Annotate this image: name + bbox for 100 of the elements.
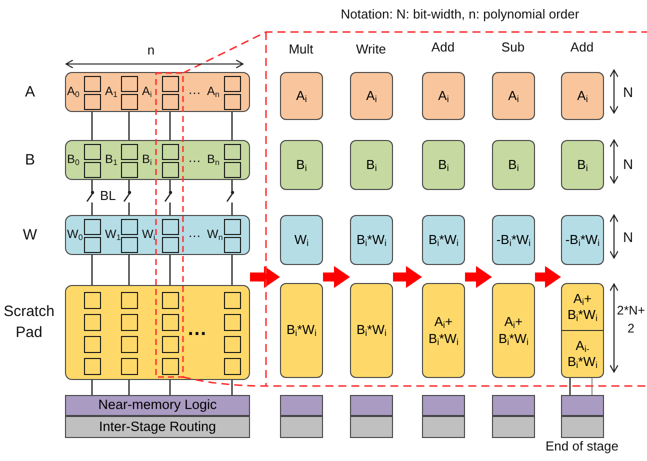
- routing-block: [280, 416, 323, 438]
- register-label: A$_{i}$: [507, 86, 520, 106]
- connector-line: [128, 255, 130, 285]
- connector-line: [91, 112, 93, 140]
- register-label: A$_{i}$: [295, 86, 308, 106]
- register-box: [422, 215, 465, 265]
- connector-line: [169, 380, 171, 395]
- row-label: A: [24, 82, 36, 102]
- register-label: B$_{i}$: [365, 156, 378, 175]
- flow-arrow: [323, 266, 350, 288]
- cell-label: B$_{i}$: [142, 153, 152, 167]
- stage-heading: Add: [570, 40, 594, 56]
- register-box: [422, 140, 465, 190]
- dimension-label: N: [622, 228, 634, 246]
- cell-label: A$_{0}$: [67, 85, 80, 99]
- register-box: [561, 140, 604, 190]
- logic-block: [492, 395, 535, 416]
- stage-heading: Write: [356, 42, 386, 58]
- ellipsis: …: [188, 226, 201, 241]
- routing-block: [65, 416, 250, 438]
- cell-label: B$_{1}$: [105, 153, 118, 167]
- cell-label: A$_{n}$: [207, 85, 220, 99]
- cell-label: A$_{1}$: [105, 85, 118, 99]
- register-label: B$_{i}$: [576, 156, 589, 175]
- register-label: A$_{i}$+ B$_{i}$*W$_{i}$: [427, 313, 460, 348]
- register-label: B$_{i}$*W$_{i}$: [355, 321, 388, 340]
- connector-line: [231, 255, 233, 285]
- register-box: [561, 72, 604, 120]
- flow-arrow: [535, 266, 561, 288]
- logic-block: [350, 395, 393, 416]
- connector-line: [569, 378, 571, 395]
- cell-label: B$_{n}$: [207, 153, 220, 167]
- dimension-label: 2*N+ 2: [616, 302, 646, 337]
- scratch-register-box: [492, 283, 535, 378]
- scratch-register-box: [561, 283, 604, 378]
- register-box: [561, 215, 604, 265]
- memory-array: [65, 140, 250, 180]
- routing-block: [492, 416, 535, 438]
- connector-line: [86, 179, 94, 216]
- connector-line: [591, 378, 593, 395]
- block-label: Near-memory Logic: [97, 396, 218, 414]
- logic-block: [561, 395, 604, 416]
- scratch-pad-array: [65, 285, 250, 380]
- connector-line: [91, 255, 93, 285]
- register-label: A$_{i}$+ B$_{i}$*W$_{i}$: [497, 313, 530, 348]
- register-box: [350, 140, 393, 190]
- register-label: A$_{i}$: [576, 86, 589, 106]
- connector-line: [169, 112, 171, 140]
- routing-block: [350, 416, 393, 438]
- register-box: [422, 72, 465, 120]
- flow-arrow: [465, 266, 492, 288]
- register-label: A$_{i}$+ B$_{i}$*W$_{i}$: [566, 290, 598, 325]
- connector-line: [169, 255, 171, 285]
- stage-heading: Add: [431, 40, 455, 56]
- register-label: A$_{i-}$ B$_{i}$*W$_{i}$: [562, 330, 603, 377]
- register-label: B$_{i}$*W$_{i}$: [285, 321, 318, 340]
- dimension-label: n: [147, 44, 155, 58]
- register-box: [350, 72, 393, 120]
- dimension-label: N: [622, 156, 634, 172]
- connector-line: [128, 380, 130, 395]
- ellipsis: …: [188, 151, 201, 166]
- stage-heading: Sub: [501, 40, 525, 56]
- flow-arrow: [250, 266, 280, 288]
- cell-label: W$_{i}$: [142, 228, 156, 242]
- routing-block: [561, 416, 604, 438]
- register-box: [350, 215, 393, 265]
- ellipsis: …: [187, 318, 207, 341]
- connector-line: [123, 179, 130, 216]
- connector-line: [91, 380, 93, 395]
- logic-block: [280, 395, 323, 416]
- register-box: [280, 140, 323, 190]
- connector-line: [164, 179, 172, 216]
- row-label: W: [22, 226, 38, 246]
- routing-block: [422, 416, 465, 438]
- stage-heading: Mult: [288, 42, 314, 58]
- logic-block: [65, 395, 250, 416]
- connector-line: [231, 380, 233, 395]
- memory-array: [65, 72, 250, 112]
- register-label: A$_{i}$: [365, 86, 378, 106]
- cell-label: A$_{i}$: [142, 85, 152, 99]
- register-box: [280, 72, 323, 120]
- block-label: Inter-Stage Routing: [98, 418, 218, 436]
- register-label: A$_{i}$: [437, 86, 450, 106]
- register-box: [492, 72, 535, 120]
- memory-array: [65, 215, 250, 255]
- register-label: W$_{i}$: [293, 230, 310, 250]
- logic-block: [422, 395, 465, 416]
- cell-label: B$_{0}$: [67, 153, 80, 167]
- register-box: [280, 215, 323, 265]
- register-box: [492, 215, 535, 265]
- cell-label: W$_{1}$: [105, 228, 121, 242]
- scratch-register-box: [422, 283, 465, 378]
- row-label: Scratch Pad: [2, 302, 56, 343]
- scratch-register-box: [280, 283, 323, 378]
- register-label: B$_{i}$*W$_{i}$: [355, 230, 388, 250]
- row-label: B: [24, 150, 36, 170]
- notation-note: Notation: N: bit-width, n: polynomial order: [340, 8, 580, 22]
- register-box: [492, 140, 535, 190]
- register-label: B$_{i}$: [437, 156, 450, 175]
- flow-arrow: [393, 266, 422, 288]
